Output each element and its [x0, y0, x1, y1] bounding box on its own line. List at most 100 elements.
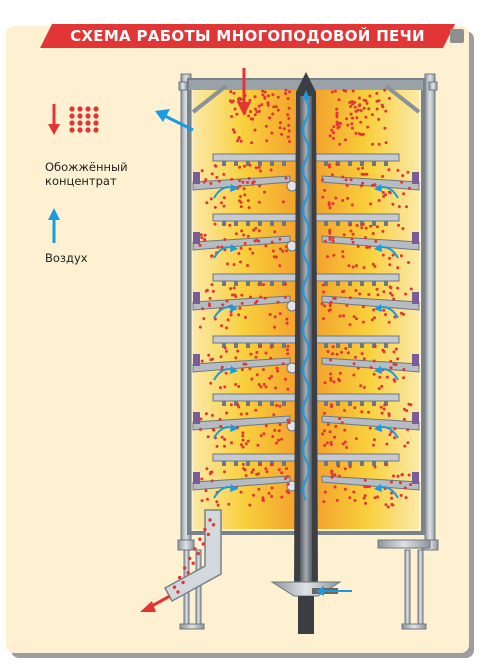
particle — [323, 429, 326, 433]
hearth-shelves — [192, 153, 420, 492]
rabble-tooth — [258, 221, 262, 226]
particle — [366, 125, 370, 129]
particle — [335, 107, 339, 111]
particle — [286, 387, 290, 391]
particle — [369, 366, 373, 369]
particle — [384, 463, 388, 467]
particle — [249, 295, 252, 299]
particle — [323, 381, 327, 385]
particle — [223, 238, 227, 241]
particle — [330, 475, 334, 479]
particle — [362, 357, 366, 361]
particle — [357, 132, 361, 136]
particle — [209, 381, 213, 385]
particle — [251, 117, 255, 121]
particle — [399, 481, 402, 485]
particle — [223, 437, 227, 441]
particle — [253, 95, 257, 99]
particle — [230, 293, 234, 297]
particle — [264, 467, 268, 471]
particle — [328, 165, 331, 169]
air-arrowhead — [230, 484, 238, 492]
particle — [364, 501, 368, 505]
particle — [213, 205, 217, 209]
particle — [401, 227, 405, 231]
particle — [374, 239, 378, 243]
particle — [408, 186, 411, 190]
rabble-tooth — [270, 343, 274, 348]
particle — [242, 467, 246, 471]
particle — [396, 474, 400, 478]
particle — [257, 472, 260, 476]
particle — [257, 229, 261, 233]
particle — [348, 296, 352, 300]
rabble-tooth — [246, 281, 250, 286]
particle — [361, 181, 365, 185]
wall-port — [412, 354, 419, 366]
particle — [274, 386, 278, 390]
particle — [250, 470, 254, 474]
particle — [321, 178, 325, 182]
rabble-tooth — [270, 221, 274, 226]
particle — [257, 109, 261, 113]
air-arrowhead — [374, 366, 382, 374]
air-arrowhead — [374, 304, 382, 312]
particle — [358, 292, 362, 296]
rabble-tooth — [384, 221, 388, 226]
particle — [199, 427, 202, 431]
particle — [231, 128, 235, 132]
particle — [222, 172, 226, 176]
particle — [237, 136, 241, 140]
particle — [248, 367, 252, 371]
particle — [370, 183, 374, 187]
particle — [349, 112, 353, 116]
particle — [373, 183, 377, 187]
particle — [198, 243, 202, 247]
particle — [269, 168, 273, 172]
particle — [287, 123, 291, 127]
particle — [208, 518, 212, 522]
particle — [326, 255, 329, 259]
particle — [331, 239, 335, 243]
rabble-tooth — [384, 401, 388, 406]
particle — [320, 302, 324, 306]
legend-label-air: Воздух — [45, 251, 88, 265]
particle — [285, 317, 289, 321]
particle — [239, 490, 243, 494]
particle — [372, 359, 376, 363]
particle — [270, 494, 274, 498]
particle — [200, 499, 204, 503]
particle — [390, 496, 394, 500]
particle — [210, 283, 214, 287]
particle — [397, 205, 401, 209]
rabble-tooth — [282, 401, 286, 406]
particle — [384, 141, 388, 145]
particle — [271, 93, 275, 97]
particle — [276, 108, 280, 112]
particle — [248, 247, 252, 251]
particle — [288, 140, 291, 143]
particle — [406, 428, 410, 432]
particle — [352, 362, 356, 366]
particle — [210, 479, 214, 483]
particle — [172, 585, 177, 589]
particle — [286, 113, 290, 117]
particle — [250, 377, 254, 381]
particle — [384, 503, 388, 507]
particle — [280, 437, 284, 441]
particle — [359, 384, 363, 388]
particle — [369, 224, 373, 228]
particle — [378, 375, 382, 379]
particle — [250, 141, 254, 145]
hearth-floor — [321, 295, 420, 311]
particle — [282, 127, 286, 131]
particle — [183, 566, 187, 570]
particle — [344, 138, 347, 142]
particle — [331, 236, 335, 240]
particle — [225, 411, 229, 415]
particle — [383, 403, 387, 407]
particle — [377, 117, 381, 121]
particle — [241, 180, 245, 184]
particle — [353, 100, 357, 104]
hearth-floor — [321, 475, 420, 491]
